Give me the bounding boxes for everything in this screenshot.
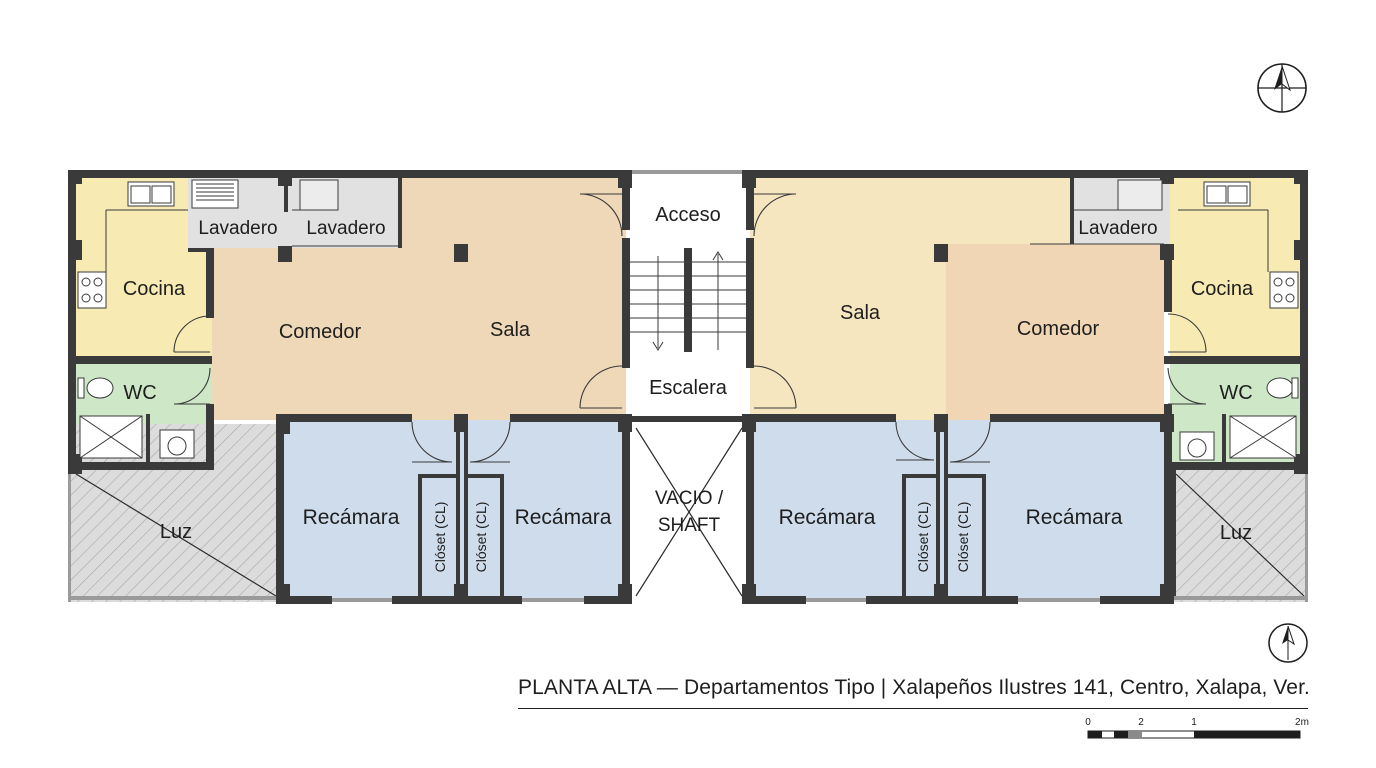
left-comedor-label: Comedor [279,321,362,343]
scale-label-0: 0 [1085,717,1091,728]
staircase [630,251,746,351]
room-labels: Lavadero Lavadero Cocina Comedor Sala WC… [123,204,1254,572]
left-wc-label: WC [123,382,156,404]
scale-bar: 0 2 1 2m [1085,717,1309,739]
right-cocina-label: Cocina [1191,278,1254,300]
left-lavadero-2-label: Lavadero [306,218,385,239]
right-lavadero-label: Lavadero [1078,218,1157,239]
right-luz-label: Luz [1220,522,1252,544]
acceso-label: Acceso [655,204,721,226]
door-swings [173,193,1207,463]
scale-label-2: 2 [1138,717,1144,728]
left-bedroom-1-fill [284,420,462,600]
right-closet-1-label: Clóset (CL) [915,502,931,573]
left-recamara-2-label: Recámara [515,506,612,529]
diagonal-lines [75,427,1305,597]
escalera-label: Escalera [649,377,728,399]
fixtures [77,179,1299,461]
right-bedroom-1-fill [750,420,942,600]
title-underline [518,708,1308,709]
right-wc-label: WC [1219,382,1252,404]
right-recamara-1-label: Recámara [779,506,876,529]
left-lavatory [159,429,195,459]
shaft-label-line-1: VACIO / [655,488,724,509]
shaft-label-line-2: SHAFT [658,515,721,536]
scale-label-2m: 2m [1295,717,1309,728]
left-lavadero-1-label: Lavadero [198,218,277,239]
left-bedroom-2-fill [462,420,626,600]
right-stove [1269,271,1299,309]
right-comedor-label: Comedor [1017,318,1100,340]
left-recamara-1-label: Recámara [303,506,400,529]
right-lavatory [1179,431,1215,461]
left-cocina-label: Cocina [123,278,186,300]
left-laundry-tub [191,179,239,209]
right-toilet [1266,377,1294,399]
left-closet-2-label: Clóset (CL) [473,502,489,573]
left-stove [77,271,107,309]
right-sala-label: Sala [840,302,881,324]
walls [68,170,1308,604]
left-toilet [86,377,114,399]
right-dining-fill [946,244,1164,420]
left-closet-1-label: Clóset (CL) [432,502,448,573]
north-arrow-icon [1257,63,1307,113]
plan-title: PLANTA ALTA — Departamentos Tipo | Xalap… [518,676,1310,699]
north-arrow-icon [1268,623,1308,663]
right-kitchen-fill [1170,178,1300,356]
scale-label-1: 1 [1191,717,1197,728]
right-closet-2-label: Clóset (CL) [955,502,971,573]
left-sala-label: Sala [490,319,531,341]
right-recamara-2-label: Recámara [1026,506,1123,529]
left-luz-label: Luz [160,521,192,543]
